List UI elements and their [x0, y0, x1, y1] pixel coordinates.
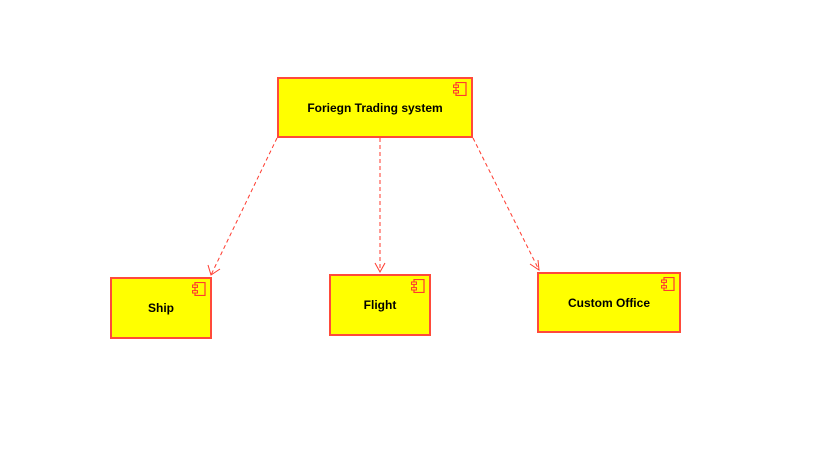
dependency-root-to-ship — [210, 137, 278, 276]
component-label: Ship — [148, 301, 174, 315]
component-icon — [453, 82, 467, 96]
component-icon — [192, 282, 206, 296]
arrowhead-custom — [529, 259, 540, 272]
component-label: Flight — [363, 298, 397, 312]
component-icon — [411, 279, 425, 293]
component-ship[interactable]: Ship — [110, 277, 212, 339]
arrowhead-ship — [207, 264, 221, 276]
component-icon — [661, 277, 675, 291]
component-custom-office[interactable]: Custom Office — [537, 272, 681, 333]
component-flight[interactable]: Flight — [329, 274, 431, 336]
component-foreign-trading-system[interactable]: Foriegn Trading system — [277, 77, 473, 138]
component-label: Custom Office — [567, 296, 650, 310]
component-label: Foriegn Trading system — [307, 100, 443, 115]
dependency-root-to-custom — [472, 137, 540, 271]
arrowhead-flight — [374, 262, 386, 274]
